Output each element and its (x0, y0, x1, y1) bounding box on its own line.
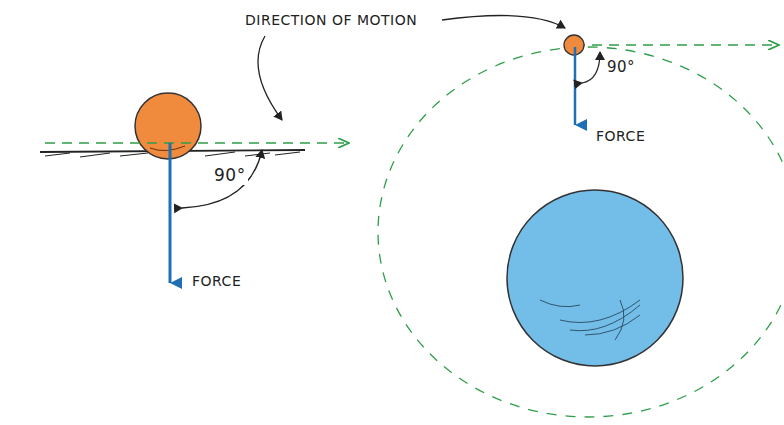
angle-label: 90° (212, 165, 248, 185)
leader-line (442, 16, 565, 29)
motion-line (45, 142, 348, 144)
angle-arc (582, 52, 600, 83)
angle-arc (182, 150, 262, 208)
leader-line (258, 36, 282, 120)
motion-line (575, 44, 778, 46)
planet (507, 190, 683, 366)
force-label: FORCE (594, 128, 647, 145)
force-arrow (574, 47, 577, 125)
angle-label: 90° (605, 58, 637, 76)
force-arrow (169, 143, 172, 283)
ball (135, 93, 201, 159)
direction-label: DIRECTION OF MOTION (243, 12, 419, 29)
orbit (378, 47, 784, 417)
force-label: FORCE (190, 273, 243, 290)
